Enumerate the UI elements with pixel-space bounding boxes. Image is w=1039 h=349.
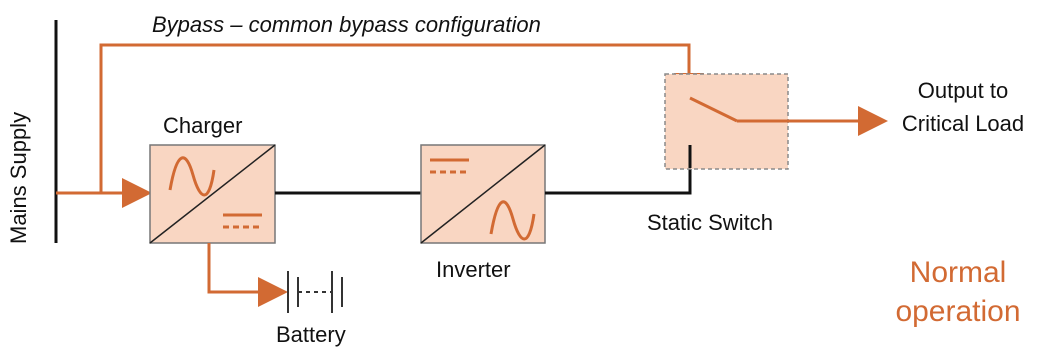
mains-supply-label: Mains Supply (6, 111, 31, 244)
battery-label: Battery (276, 322, 346, 347)
battery-symbol (287, 271, 343, 313)
static-switch-label: Static Switch (647, 210, 773, 235)
charger-label: Charger (163, 113, 243, 138)
bypass-flow-line (99, 43, 704, 193)
switch-contact (689, 96, 738, 123)
charger-to-battery-flow (207, 243, 288, 307)
inverter-block (420, 144, 546, 244)
output-label: Output to Critical Load (901, 78, 1025, 136)
ac-wave-icon (168, 156, 216, 197)
charger-block (149, 144, 276, 244)
inverter-label: Inverter (436, 257, 511, 282)
mode-label: Normal operation (895, 256, 1021, 328)
inverter-ac-wave-icon (489, 200, 536, 241)
bypass-title: Bypass – common bypass configuration (152, 12, 541, 37)
